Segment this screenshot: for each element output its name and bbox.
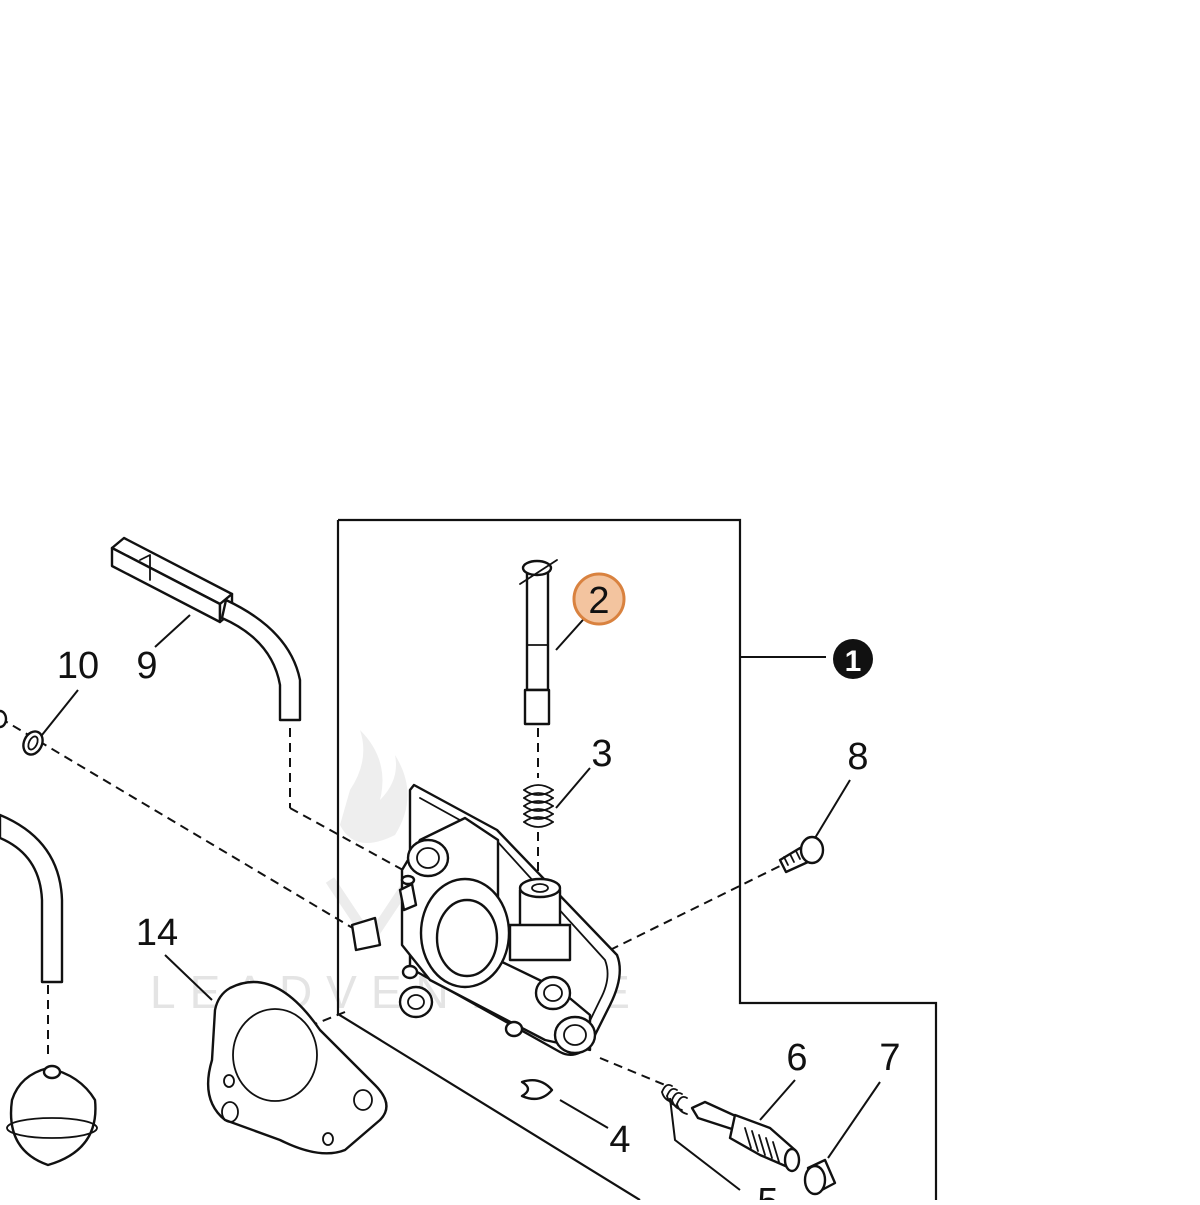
spring-part[interactable] <box>523 784 554 828</box>
callout-2-highlight[interactable] <box>572 572 626 626</box>
callout-7[interactable]: 7 <box>879 1037 900 1079</box>
callout-1[interactable]: 1 <box>845 645 862 678</box>
piston-part[interactable] <box>519 559 558 726</box>
gasket-part[interactable] <box>206 980 388 1155</box>
callout-3[interactable]: 3 <box>591 733 612 775</box>
callout-4[interactable]: 4 <box>609 1119 630 1161</box>
callout-14[interactable]: 14 <box>136 912 178 954</box>
callout-1-badge[interactable] <box>833 639 873 679</box>
oil-pump-body[interactable] <box>350 783 621 1056</box>
callout-9[interactable]: 9 <box>136 645 157 687</box>
callout-10[interactable]: 10 <box>57 645 99 687</box>
assembly-lines <box>0 717 781 1086</box>
worm-shaft-part[interactable] <box>690 1100 801 1173</box>
callout-8[interactable]: 8 <box>847 736 868 778</box>
hose-part[interactable] <box>110 536 302 722</box>
circlip-part[interactable] <box>520 1079 554 1101</box>
leader-lines <box>41 611 881 1191</box>
screw-part[interactable] <box>778 835 825 874</box>
callout-5[interactable]: 5 <box>757 1181 778 1205</box>
callout-6[interactable]: 6 <box>786 1037 807 1079</box>
callout-2[interactable]: 2 <box>588 580 609 622</box>
small-spring-part[interactable] <box>661 1083 688 1115</box>
suction-hose-part[interactable] <box>0 813 98 1167</box>
cap-part[interactable] <box>803 1158 837 1196</box>
o-ring-part[interactable] <box>0 709 46 758</box>
